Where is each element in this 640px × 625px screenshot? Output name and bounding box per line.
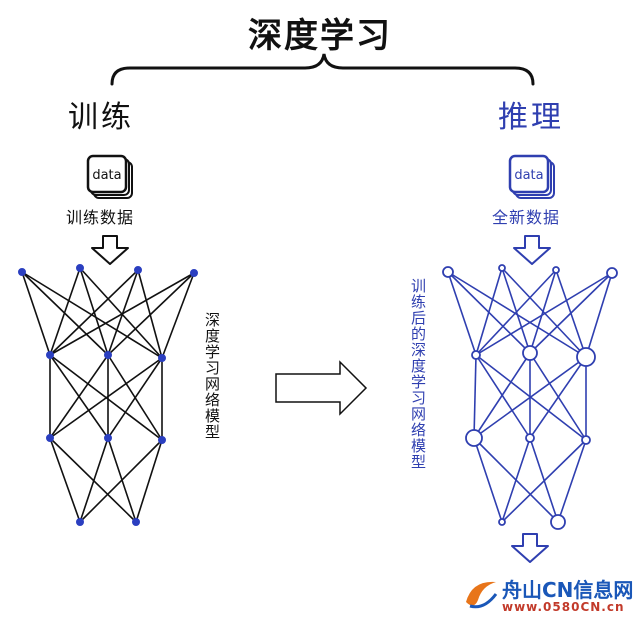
training-connection	[49, 272, 195, 356]
training-connection	[49, 267, 81, 356]
training-connection	[107, 357, 163, 439]
watermark-text: 舟山CN信息网	[502, 578, 634, 602]
training-data-icon: data	[86, 154, 133, 199]
training-node	[104, 434, 112, 442]
inference-connection	[473, 352, 531, 439]
watermark-logo-icon	[466, 581, 498, 609]
training-network	[18, 264, 198, 526]
training-node	[76, 518, 84, 526]
training-connection	[135, 439, 163, 523]
inference-connection	[529, 356, 587, 439]
inference-connection	[501, 437, 531, 523]
training-node	[158, 436, 166, 444]
inference-input-arrow-icon	[513, 235, 551, 265]
training-node	[132, 518, 140, 526]
diagram-title: 深度学习	[248, 16, 392, 56]
training-connection	[107, 272, 195, 356]
training-connection	[161, 272, 195, 359]
inference-heading: 推理	[498, 100, 564, 135]
training-connection	[79, 437, 109, 523]
inference-node	[465, 429, 483, 447]
inference-connection	[447, 271, 477, 356]
inference-node	[471, 350, 481, 360]
training-node	[18, 268, 26, 276]
inference-connection	[501, 439, 587, 523]
inference-connection	[475, 354, 531, 439]
training-data-label: 训练数据	[66, 208, 135, 227]
inference-node	[576, 347, 596, 367]
training-node	[104, 351, 112, 359]
inference-connection	[475, 269, 557, 356]
inference-node	[606, 267, 618, 279]
training-connection	[49, 357, 163, 439]
inference-node	[498, 264, 506, 272]
training-connection	[49, 437, 81, 523]
training-node	[76, 264, 84, 272]
training-node	[134, 266, 142, 274]
brace	[110, 53, 535, 86]
inference-connection	[557, 439, 587, 523]
inference-node	[552, 266, 560, 274]
process-arrow	[275, 360, 368, 416]
inference-connection	[473, 437, 503, 523]
inference-node	[581, 435, 591, 445]
inference-node	[442, 266, 454, 278]
training-connection	[49, 269, 139, 356]
inference-node	[522, 345, 538, 361]
inference-connection	[475, 272, 613, 356]
training-node	[158, 354, 166, 362]
inference-node	[550, 514, 566, 530]
inference-connection	[529, 269, 557, 354]
training-connection	[49, 437, 137, 523]
watermark: 舟山CN信息网 www.0580CN.cn	[462, 574, 640, 618]
inference-connection	[585, 272, 613, 358]
inference-connection	[501, 267, 587, 358]
inference-output-arrow-icon	[511, 533, 549, 563]
training-data-icon-text: data	[92, 168, 121, 183]
training-connection	[21, 271, 51, 356]
training-node	[46, 351, 54, 359]
inference-network	[442, 264, 618, 530]
inference-node	[498, 518, 506, 526]
inference-data-icon: data	[508, 154, 555, 199]
inference-node	[525, 433, 535, 443]
training-connection	[79, 267, 163, 359]
inference-connection	[473, 354, 477, 439]
inference-data-label: 全新数据	[492, 208, 561, 227]
training-heading: 训练	[68, 100, 134, 135]
training-connection	[107, 269, 139, 356]
training-node	[190, 269, 198, 277]
inference-connection	[473, 356, 587, 439]
inference-data-icon-text: data	[514, 168, 543, 183]
watermark-url: www.0580CN.cn	[502, 600, 625, 614]
inference-connection	[475, 267, 503, 356]
inference-connection	[529, 272, 613, 354]
training-node	[46, 434, 54, 442]
inference-connection	[501, 267, 531, 354]
training-model-label: 深度学习网络模型	[203, 312, 221, 440]
inference-model-label: 训练后的深度学习网络模型	[409, 278, 427, 470]
training-connection	[79, 439, 163, 523]
training-input-arrow-icon	[91, 235, 129, 265]
training-connection	[49, 354, 109, 439]
